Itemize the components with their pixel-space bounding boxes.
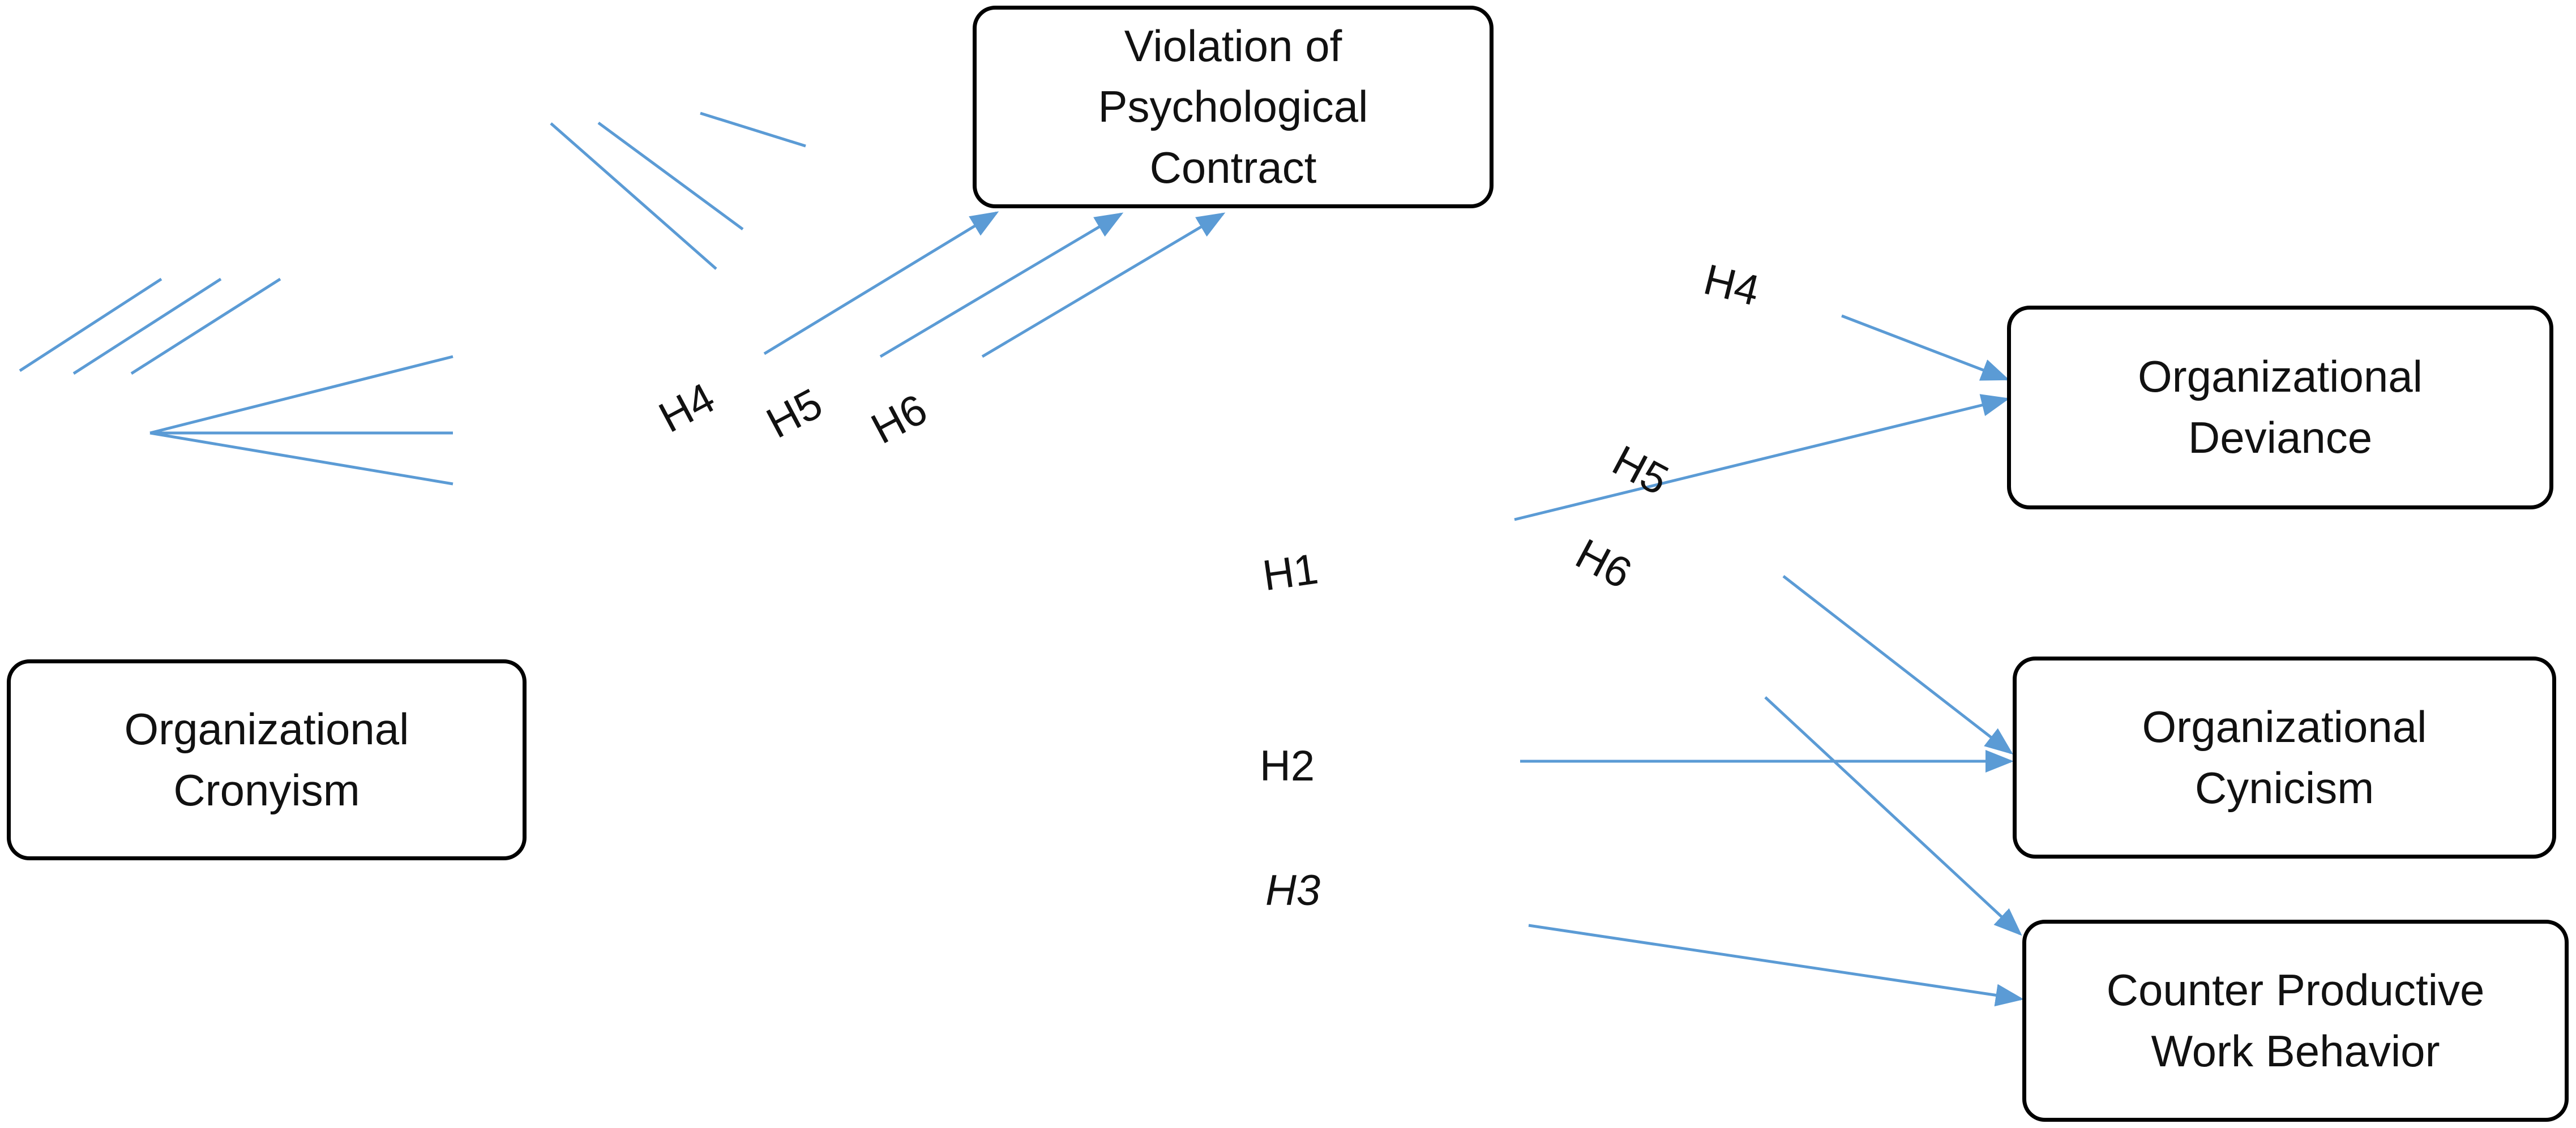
node-organizational-cronyism: Organizational Cronyism bbox=[7, 659, 527, 860]
node-label: Cronyism bbox=[173, 765, 360, 815]
stray-line bbox=[19, 277, 162, 372]
stray-line bbox=[130, 277, 281, 375]
node-label: Counter Productive bbox=[2106, 964, 2485, 1015]
node-organizational-deviance: Organizational Deviance bbox=[2007, 306, 2553, 509]
hypothesis-label-h2: H2 bbox=[1260, 742, 1315, 790]
stray-line bbox=[550, 122, 717, 270]
arrow-h4-to-violation bbox=[763, 211, 999, 355]
node-label: Organizational bbox=[2142, 701, 2427, 752]
hypothesis-label-h1: H1 bbox=[1260, 544, 1321, 601]
arrow-h5-to-violation bbox=[879, 212, 1124, 358]
node-label: Violation of bbox=[1124, 20, 1342, 71]
arrow-h6-to-cwb bbox=[1764, 696, 2022, 936]
node-label: Organizational bbox=[2138, 351, 2423, 402]
stray-line bbox=[149, 431, 453, 486]
hypothesis-label-h3: H3 bbox=[1265, 867, 1321, 915]
arrow-h3-to-cwb bbox=[1528, 924, 2024, 1007]
node-organizational-cynicism: Organizational Cynicism bbox=[2013, 657, 2556, 859]
node-label: Contract bbox=[1149, 142, 1317, 192]
arrow-h4-to-deviance bbox=[1841, 314, 2010, 381]
stray-line bbox=[72, 277, 222, 375]
node-counter-productive-work-behavior: Counter Productive Work Behavior bbox=[2022, 920, 2569, 1122]
node-label: Psychological bbox=[1098, 82, 1368, 132]
arrow-h6-to-cynicism bbox=[1782, 575, 2013, 755]
arrow-h5-to-deviance bbox=[1514, 394, 2010, 521]
node-violation-psychological-contract: Violation of Psychological Contract bbox=[973, 6, 1494, 208]
node-label: Deviance bbox=[2188, 413, 2373, 462]
stray-line bbox=[700, 111, 806, 148]
stray-line bbox=[149, 355, 453, 435]
node-label: Work Behavior bbox=[2151, 1026, 2440, 1076]
node-label: Cynicism bbox=[2194, 762, 2374, 813]
arrow-h6-to-violation bbox=[981, 212, 1226, 358]
stray-line bbox=[597, 121, 744, 231]
node-label: Organizational bbox=[124, 704, 409, 754]
